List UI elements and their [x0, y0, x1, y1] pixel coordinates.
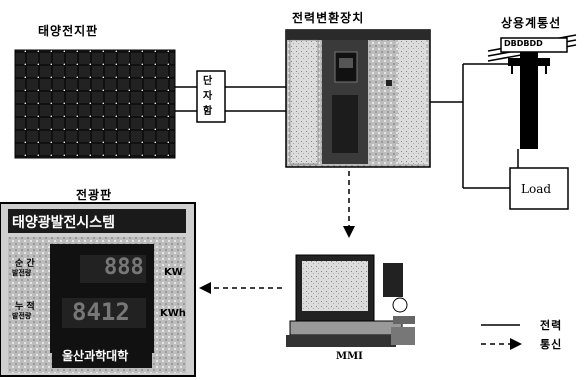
display-board-label: 전광판: [76, 186, 112, 203]
solar-panel: [15, 50, 175, 158]
board-footer: 울산과학대학: [62, 347, 128, 364]
legend: [481, 325, 520, 344]
junction-box-label: 단 자 함: [203, 74, 213, 119]
legend-comm-label: 통신: [540, 336, 562, 352]
board-title: 태양광발전시스템: [12, 212, 115, 232]
load-label: Load: [521, 182, 551, 196]
mmi-label: MMI: [336, 351, 363, 362]
inverter-cabinet: [286, 30, 430, 167]
board-row1-digits: 888: [104, 255, 144, 280]
legend-power-label: 전력: [540, 317, 562, 333]
utility-pole: [488, 35, 576, 149]
solar-panel-label: 태양전지판: [38, 22, 98, 39]
board-row1-label-b: 발전량: [12, 268, 31, 278]
board-row2-digits: 8412: [72, 298, 130, 326]
pole-sign-label: DBDBDD: [504, 39, 543, 48]
grid-label: 상용계통선: [501, 14, 561, 31]
board-row2-unit: KWh: [160, 308, 186, 319]
mmi-computer: [286, 255, 415, 347]
board-row1-unit: KW: [164, 267, 183, 278]
inverter-label: 전력변환장치: [292, 9, 364, 26]
board-row2-label-b: 발전량: [12, 311, 31, 321]
